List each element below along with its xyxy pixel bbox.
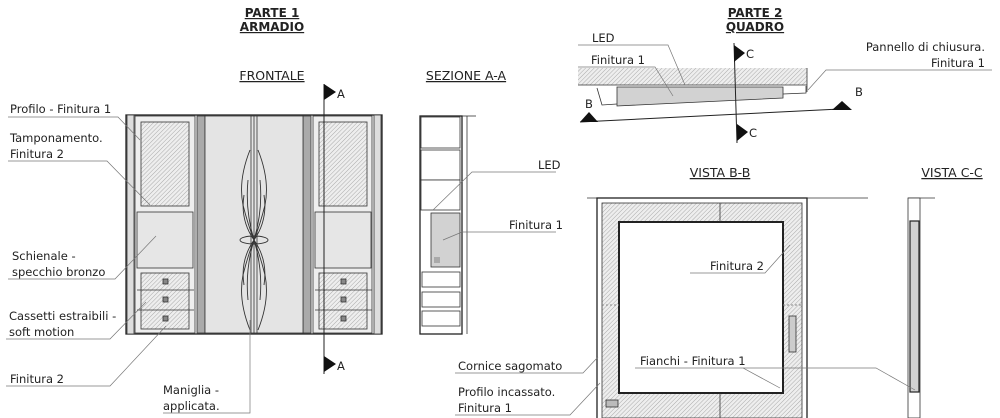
part2-subtitle: QUADRO [726,20,784,34]
wardrobe-front-view: A A [125,84,383,374]
view-frontale-title: FRONTALE [239,68,304,83]
label-schienale-2: specchio bronzo [12,265,105,279]
label-maniglia-1: Maniglia - [163,383,219,397]
label-fianchi: Fianchi - Finitura 1 [640,354,746,368]
label-profilo: Profilo - Finitura 1 [10,102,111,116]
view-bb-title: VISTA B-B [690,165,751,180]
label-pannello-2: Finitura 1 [931,56,985,70]
section-arrow-icon [734,45,745,62]
part1-title: PARTE 1 [245,6,300,20]
label-profilo-incassato-1: Profilo incassato. [458,385,555,399]
painting-labels: LED Finitura 1 Pannello di chiusura. Fin… [455,31,992,416]
label-finitura1-quadro: Finitura 1 [591,53,645,67]
section-arrow-icon [324,84,336,100]
label-schienale-1: Schienale - [12,249,76,263]
label-pannello-1: Pannello di chiusura. [866,40,985,54]
label-finitura2-quadro: Finitura 2 [710,259,764,273]
section-mark-b-left: B [585,97,593,111]
part2-title: PARTE 2 [728,6,783,20]
label-cassetti-1: Cassetti estraibili - [9,309,116,323]
section-mark-a-top: A [337,87,345,101]
label-finitura1-section: Finitura 1 [509,218,563,232]
section-arrow-icon [832,101,852,110]
section-mark-b-right: B [855,85,863,99]
label-maniglia-2: applicata. [163,399,220,413]
applied-handle-ornament [239,149,269,331]
label-profilo-incassato-2: Finitura 1 [458,401,512,415]
view-cc-title: VISTA C-C [921,165,983,180]
label-tamponamento-2: Finitura 2 [10,147,64,161]
painting-top-view: B B C C [578,42,863,144]
painting-front-view [587,197,868,418]
section-mark-a-bottom: A [337,359,345,373]
painting-side-view [907,197,935,418]
label-led-section: LED [538,158,561,172]
section-mark-c-bottom: C [749,126,757,140]
part1-subtitle: ARMADIO [240,20,304,34]
wardrobe-section-view [419,115,476,335]
section-mark-c-top: C [746,47,754,61]
wardrobe-labels: Profilo - Finitura 1 Tamponamento. Finit… [6,102,563,414]
label-cassetti-2: soft motion [9,325,74,339]
label-tamponamento-1: Tamponamento. [9,131,103,145]
label-led-quadro: LED [592,31,615,45]
label-cornice: Cornice sagomato [458,359,562,373]
section-arrow-icon [737,124,748,141]
label-finitura2: Finitura 2 [10,372,64,386]
view-sezione-aa-title: SEZIONE A-A [426,68,507,83]
section-arrow-icon [324,356,336,372]
section-arrow-icon [580,112,598,122]
